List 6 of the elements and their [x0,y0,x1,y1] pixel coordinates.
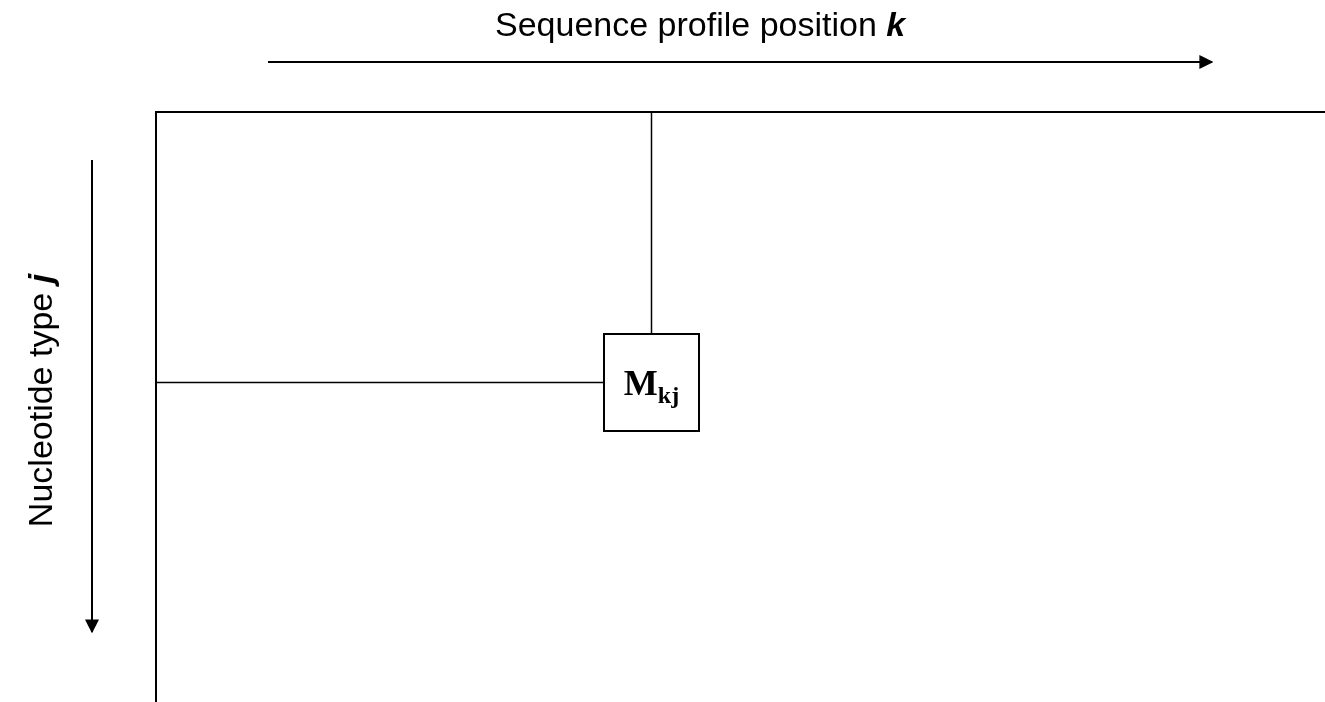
axis-label: Nucleotide type j [20,273,60,527]
matrix-cell: M$_{kj}$ [603,333,700,432]
axis-label: Sequence profile position k [495,4,906,44]
matrix-frame [155,111,1325,702]
leader-line [650,110,653,334]
leader-line [154,381,604,384]
